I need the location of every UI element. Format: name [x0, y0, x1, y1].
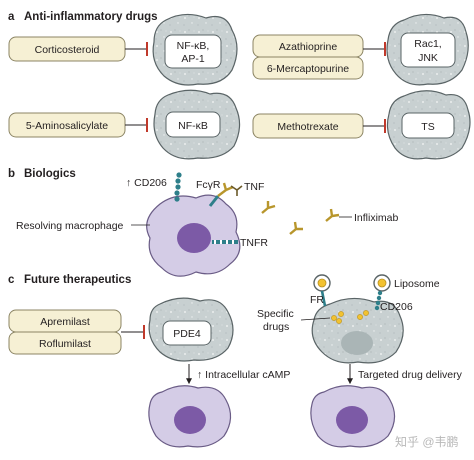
watermark-text: 知乎 @韦鹏 — [395, 435, 459, 449]
tnfr-receptor — [212, 240, 238, 244]
fr-label: FR — [310, 294, 324, 306]
tnf-label: TNF — [244, 181, 264, 193]
section-a: a Anti-inflammatory drugs Corticosteroid… — [8, 11, 471, 160]
section-b: b Biologics ↑ CD206 FcγR TNF — [8, 168, 399, 277]
liposome-right — [373, 274, 391, 311]
section-a-title: Anti-inflammatory drugs — [24, 11, 158, 23]
liposome-label: Liposome — [394, 278, 440, 290]
infliximab-label: Infliximab — [354, 212, 399, 224]
fcgr-receptor — [208, 195, 220, 207]
infliximab-antibody — [325, 208, 340, 222]
drug-label-methotrexate: Methotrexate — [277, 121, 338, 133]
tnfr-label: TNFR — [240, 237, 268, 249]
section-b-title: Biologics — [24, 168, 76, 180]
target-box-aminosalicylate — [165, 111, 221, 138]
infliximab-antibody — [261, 201, 276, 214]
drug-box-roflumilast — [8, 331, 122, 355]
drug-label-mercaptopurine: 6-Mercaptopurine — [267, 63, 349, 75]
cd206-label: CD206 — [380, 301, 413, 313]
target-label-line2: JNK — [418, 52, 438, 64]
macrophage-label: Resolving macrophage — [16, 220, 124, 232]
cd206-receptor — [174, 172, 182, 202]
section-c-letter: c — [8, 274, 15, 286]
drug-label-aminosalicylate: 5-Aminosalicylate — [26, 120, 108, 132]
cd206-label: ↑ CD206 — [126, 177, 167, 189]
liposome-left — [313, 274, 331, 307]
target-box-methotrexate — [401, 112, 455, 139]
camp-label: ↑ Intracellular cAMP — [197, 369, 290, 381]
delivery-label: Targeted drug delivery — [358, 369, 463, 381]
drug-label-roflumilast: Roflumilast — [39, 338, 91, 350]
specific-drugs-label-line2: drugs — [263, 321, 289, 333]
specific-drugs-label-line1: Specific — [257, 308, 294, 320]
drug-label-azathioprine: Azathioprine — [279, 41, 338, 53]
section-a-letter: a — [8, 11, 15, 23]
drug-box-mercaptopurine — [252, 56, 364, 80]
target-label: NF-κB — [178, 120, 208, 132]
target-label: PDE4 — [173, 328, 201, 340]
section-b-letter: b — [8, 168, 15, 180]
target-label: TS — [421, 121, 434, 133]
target-box-thiopurine — [400, 32, 456, 68]
drug-label-corticosteroid: Corticosteroid — [35, 44, 100, 56]
target-label-line2: AP-1 — [181, 53, 205, 65]
section-c-title: Future therapeutics — [24, 274, 131, 286]
macrophage-nucleus — [174, 406, 206, 434]
infliximab-antibody — [289, 221, 303, 235]
specific-drugs-pointer — [300, 317, 331, 321]
target-box-pde4 — [162, 320, 212, 346]
target-box-corticosteroid — [164, 34, 222, 69]
macrophage-nucleus — [336, 406, 368, 434]
target-label-line1: NF-κB, — [177, 40, 210, 52]
tnf-molecule — [230, 185, 243, 196]
specific-drug-particles — [331, 310, 369, 324]
cell-nucleus — [341, 331, 373, 355]
drug-label-apremilast: Apremilast — [40, 316, 90, 328]
macrophage-nucleus — [177, 223, 211, 253]
target-label-line1: Rac1, — [414, 38, 441, 50]
fcgr-label: FcγR — [196, 179, 221, 191]
section-c: c Future therapeutics Apremilast Roflumi… — [8, 274, 463, 448]
